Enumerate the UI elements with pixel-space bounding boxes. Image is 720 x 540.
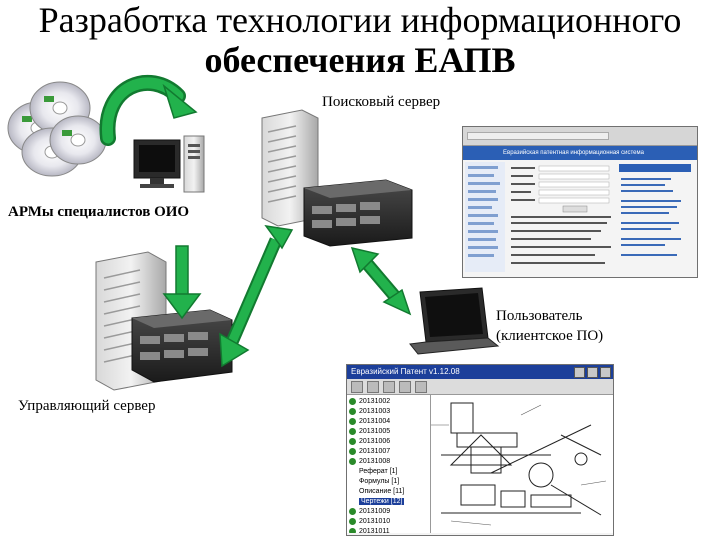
client-app-titlebar: Евразийский Патент v1.12.08 [347,365,613,379]
browser-screenshot: Евразийская патентная информационная сис… [462,126,698,278]
close-icon[interactable] [600,367,611,378]
search-server-label: Поисковый сервер [322,94,441,110]
arrow-bidirectional-user [350,246,412,316]
user-label-line1: Пользователь [496,308,583,324]
tree-item[interactable]: 20131002 [349,397,428,407]
browser-header: Евразийская патентная информационная сис… [463,146,697,160]
rack-server-icon [303,179,413,247]
tree-subitem[interactable]: Описание [11] [359,488,405,495]
tree-item[interactable]: 20131009 [349,507,428,517]
monitor-icon [133,135,205,193]
tree-subitem[interactable]: Реферат [1] [359,468,398,475]
cd-stack-icon [7,81,107,177]
rack-server-icon [131,309,233,383]
tree-item[interactable]: 20131007 [349,447,428,457]
browser-content [465,162,691,272]
client-app-title: Евразийский Патент v1.12.08 [351,367,460,376]
toolbar-button[interactable] [367,381,379,393]
tree-item[interactable]: 20131011 [349,527,428,533]
tree-subitem-selected[interactable]: Чертежи [12] [359,498,405,505]
tree-item[interactable]: 20131004 [349,417,428,427]
arrow-bidirectional-servers [219,224,294,368]
workstations-label: АРМы специалистов ОИО [8,204,190,220]
client-toolbar [347,379,613,395]
tree-item[interactable]: 20131003 [349,407,428,417]
technical-drawing [431,402,607,526]
toolbar-button[interactable] [383,381,395,393]
tree-item[interactable]: 20131010 [349,517,428,527]
page-title: Разработка технологии информационного [38,0,682,40]
browser-toolbar [463,127,697,146]
maximize-icon[interactable] [587,367,598,378]
toolbar-button[interactable] [399,381,411,393]
page-subtitle: обеспечения ЕАПВ [204,40,516,80]
curved-arrow-icon [99,74,198,146]
toolbar-button[interactable] [415,381,427,393]
user-label-line2: (клиентское ПО) [496,328,604,344]
tree-subitem[interactable]: Формулы [1] [359,478,400,485]
drawing-viewer[interactable] [431,395,613,533]
tree-item[interactable]: 20131005 [349,427,428,437]
tree-item[interactable]: 20131006 [349,437,428,447]
document-tree: 20131002 20131003 20131004 20131005 2013… [347,395,431,533]
laptop-icon [409,287,500,355]
client-app-screenshot: Евразийский Патент v1.12.08 20131002 201… [346,364,614,536]
tree-item[interactable]: 20131008 [349,457,428,467]
minimize-icon[interactable] [574,367,585,378]
arrow-down [162,245,202,320]
toolbar-button[interactable] [351,381,363,393]
control-server-label: Управляющий сервер [18,398,156,414]
user-label: Пользователь (клиентское ПО) [496,306,603,346]
